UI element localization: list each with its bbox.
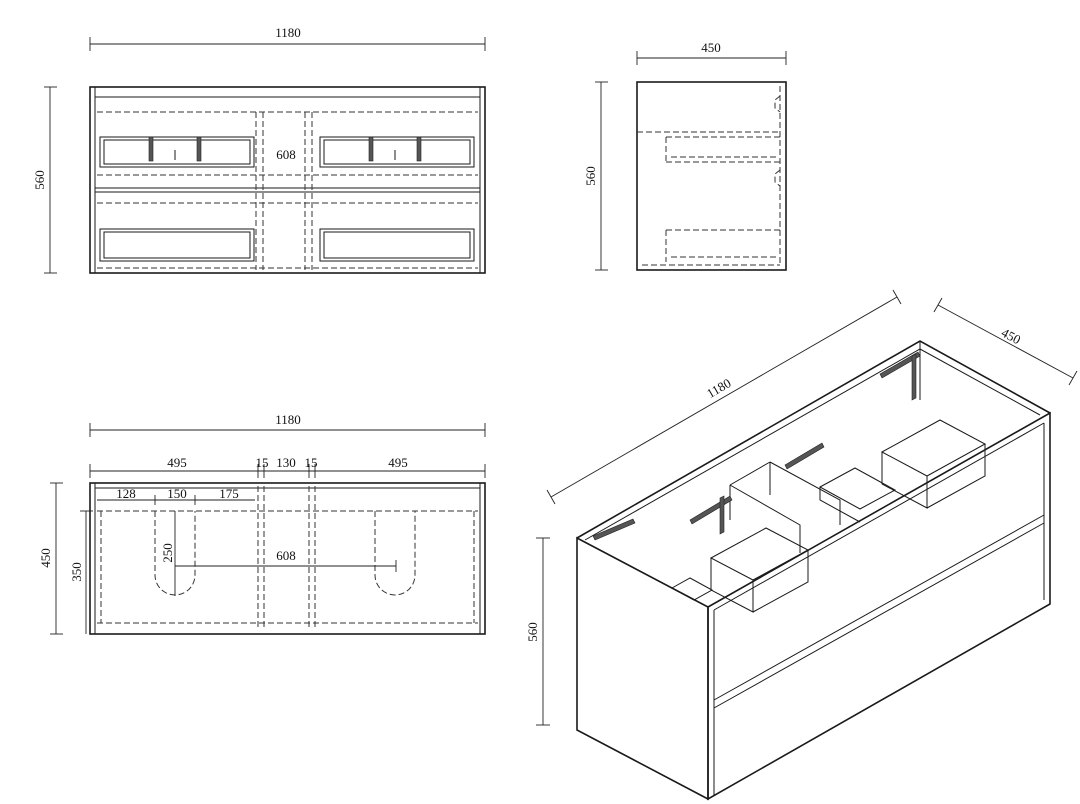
front-width-label: 1180: [275, 25, 301, 40]
gap-right-label: 15: [305, 455, 318, 470]
top-width-label: 1180: [275, 412, 301, 427]
iso-height-dimension: 560: [525, 537, 550, 726]
iso-height-label: 560: [525, 622, 540, 642]
top-depth-dimension: 450 350: [38, 482, 93, 635]
side-depth-dimension: 450: [636, 40, 787, 65]
center-label: 130: [276, 455, 296, 470]
cutout-right-label: 175: [219, 486, 239, 501]
right-cutout: [374, 511, 416, 596]
side-outline: [636, 81, 787, 271]
iso-cabinet: [576, 340, 1051, 801]
right-section-label: 495: [388, 455, 408, 470]
isometric-view: 1180 450 560: [525, 289, 1078, 801]
cutout-radius-label: 250: [160, 543, 175, 563]
cutout-depth-label: 350: [69, 562, 84, 582]
top-view: 1180 495 15 130 15 495 450 350: [38, 412, 486, 635]
top-center-span-label: 608: [276, 548, 296, 563]
iso-brackets: [592, 351, 921, 541]
iso-depth-label: 450: [999, 325, 1023, 347]
left-section-label: 495: [167, 455, 187, 470]
front-width-dimension: 1180: [89, 25, 486, 51]
gap-left-label: 15: [256, 455, 269, 470]
cutout-offset-label: 128: [116, 486, 136, 501]
front-inner-span-label: 608: [276, 147, 296, 162]
front-view: 1180 560: [32, 25, 486, 274]
iso-depth-dimension: 450: [933, 297, 1078, 386]
top-section-dimensions: 495 15 130 15 495: [89, 455, 486, 478]
iso-drawer-boxes: [670, 419, 987, 613]
top-depth-label: 450: [38, 548, 53, 568]
front-height-label: 560: [32, 170, 47, 190]
iso-width-label: 1180: [704, 375, 734, 401]
top-width-dimension: 1180: [89, 412, 486, 437]
side-height-label: 560: [583, 166, 598, 186]
cutout-width-label: 150: [167, 486, 187, 501]
top-outline: [89, 482, 486, 635]
side-height-dimension: 560: [583, 81, 608, 271]
front-outline: [89, 86, 486, 274]
front-height-dimension: 560: [32, 86, 57, 274]
side-depth-label: 450: [701, 40, 721, 55]
side-view: 450 560: [583, 40, 787, 271]
